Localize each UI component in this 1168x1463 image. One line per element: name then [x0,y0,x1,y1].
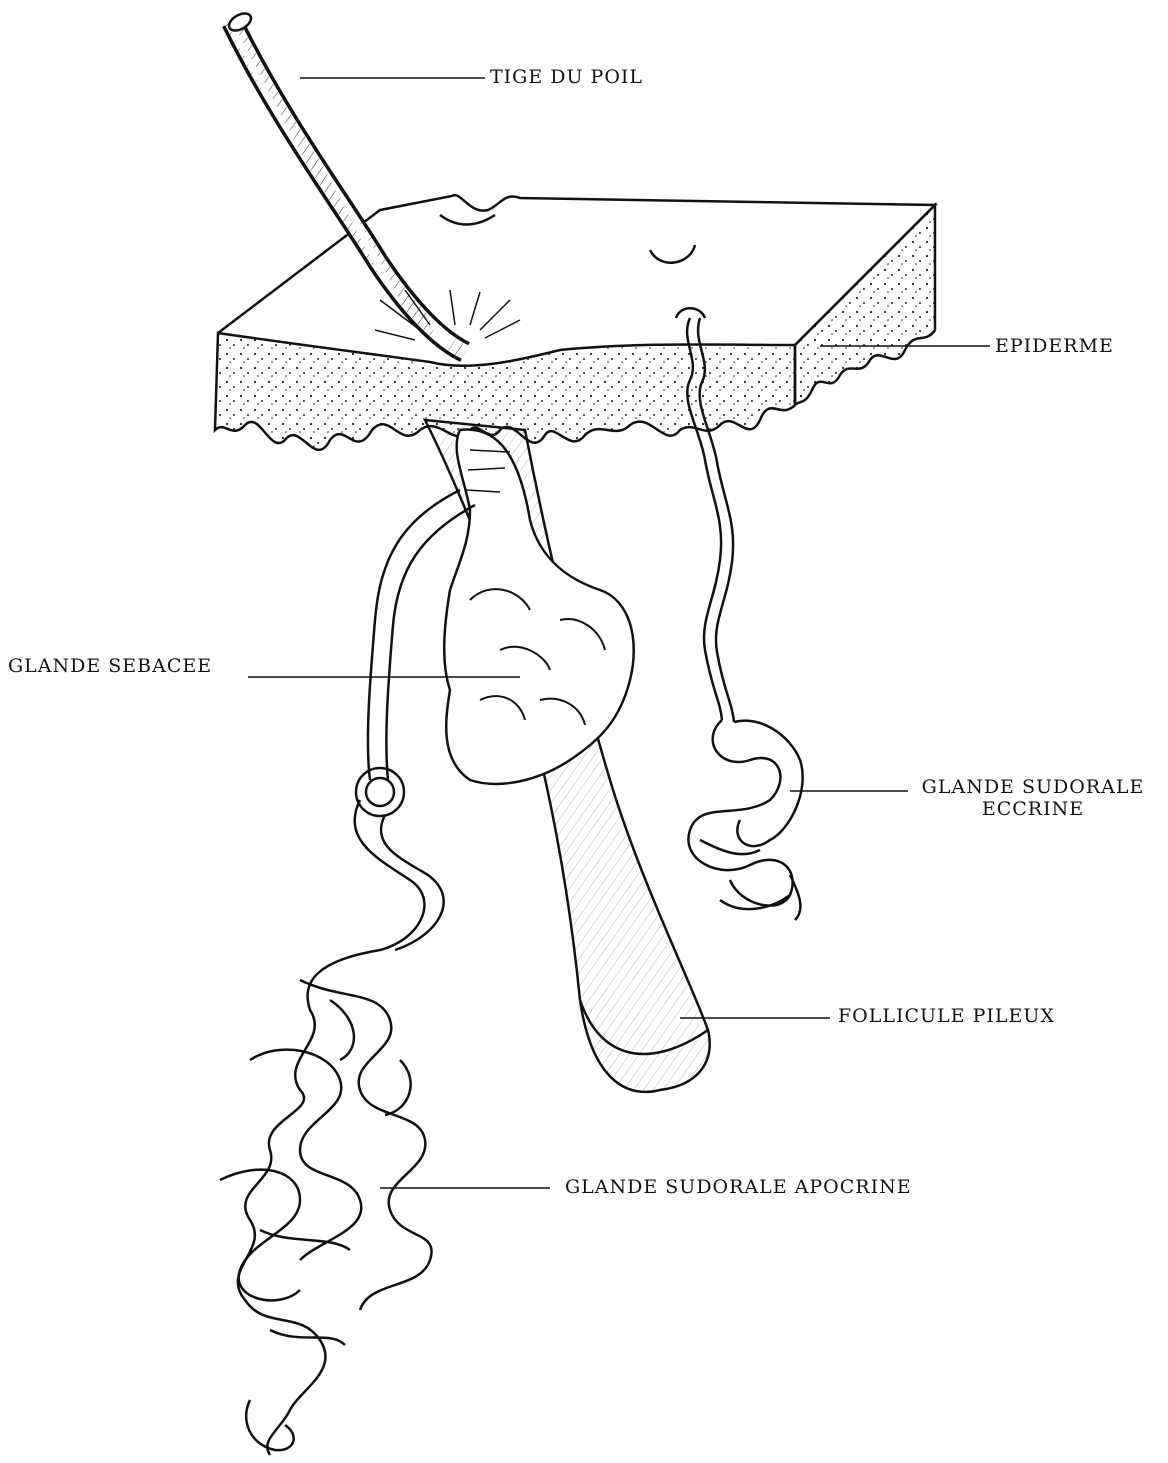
sebaceous-gland [444,430,634,784]
label-glande-sudorale-apocrine: GLANDE SUDORALE APOCRIΝE [565,1176,912,1198]
label-glande-sudorale-eccrine: GLAΝDE SUDORALE ECCRIΝE [908,776,1158,820]
epidermis-block [215,195,935,450]
apocrine-sweat-gland [220,490,475,1455]
label-follicule-pileux: FOLLICULE PILEUX [838,1005,1055,1027]
label-eccrine-line1: GLAΝDE SUDORALE [908,776,1158,798]
label-eccrine-line2: ECCRIΝE [908,798,1158,820]
label-epiderme: EPIDERME [995,335,1114,357]
label-tige-du-poil: TIGE DU POIL [490,66,643,88]
label-glande-sebacee: GLAΝDE SEBACEE [8,655,212,677]
